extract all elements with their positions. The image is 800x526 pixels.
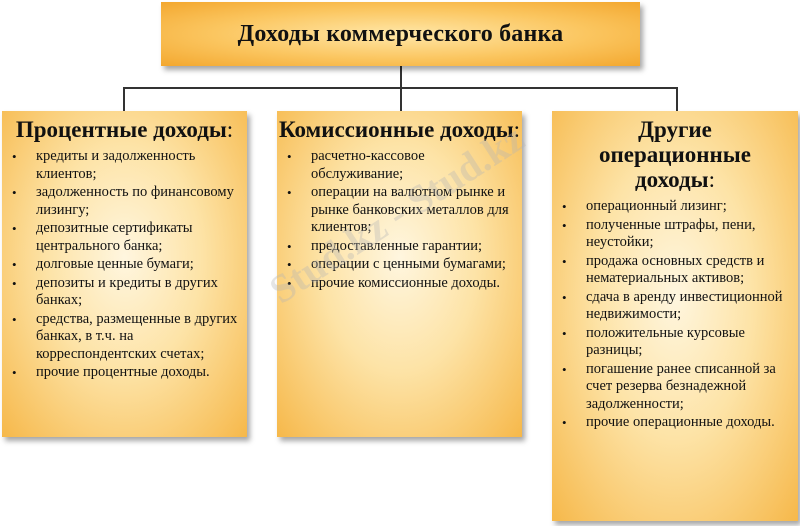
column-heading-text: Процентные доходы bbox=[15, 117, 227, 142]
list-item: расчетно-кассовое обслуживание; bbox=[277, 148, 518, 183]
column-commission-income: Комиссионные доходы: расчетно-кассовое о… bbox=[277, 111, 522, 437]
title-box: Доходы коммерческого банка bbox=[161, 2, 640, 66]
column-interest-income: Процентные доходы: кредиты и задолженнос… bbox=[2, 111, 247, 437]
column-heading-colon: : bbox=[226, 117, 234, 142]
list-item: средства, размещенные в других банках, в… bbox=[2, 311, 243, 364]
diagram-title: Доходы коммерческого банка bbox=[237, 20, 564, 47]
list-item: операции с ценными бумагами; bbox=[277, 256, 518, 274]
item-list: операционный лизинг; полученные штрафы, … bbox=[552, 198, 798, 432]
list-item: операционный лизинг; bbox=[552, 198, 794, 216]
list-item: предоставленные гарантии; bbox=[277, 238, 518, 256]
list-item: прочие процентные доходы. bbox=[2, 364, 243, 382]
list-item: погашение ранее списанной за счет резерв… bbox=[552, 361, 794, 414]
item-list: расчетно-кассовое обслуживание; операции… bbox=[277, 148, 522, 292]
connector-right bbox=[676, 87, 678, 111]
list-item: задолженность по финансовому лизингу; bbox=[2, 184, 243, 219]
connector-trunk bbox=[400, 66, 402, 88]
column-other-operating-income: Другие операционные доходы: операционный… bbox=[552, 111, 798, 521]
column-heading-text: Другие операционные доходы bbox=[599, 117, 751, 192]
list-item: кредиты и задолженность клиентов; bbox=[2, 148, 243, 183]
column-heading: Процентные доходы: bbox=[2, 117, 247, 142]
list-item: депозитные сертификаты центрального банк… bbox=[2, 220, 243, 255]
column-heading: Комиссионные доходы: bbox=[277, 117, 522, 142]
column-heading-text: Комиссионные доходы bbox=[278, 117, 514, 142]
list-item: продажа основных средств и нематериальны… bbox=[552, 253, 794, 288]
list-item: прочие операционные доходы. bbox=[552, 414, 794, 432]
column-heading: Другие операционные доходы: bbox=[552, 117, 798, 192]
item-list: кредиты и задолженность клиентов; задолж… bbox=[2, 148, 247, 382]
list-item: операции на валютном рынке и рынке банко… bbox=[277, 184, 518, 237]
list-item: депозиты и кредиты в других банках; bbox=[2, 275, 243, 310]
column-heading-colon: : bbox=[708, 167, 715, 192]
column-heading-colon: : bbox=[513, 117, 521, 142]
list-item: долговые ценные бумаги; bbox=[2, 256, 243, 274]
list-item: полученные штрафы, пени, неустойки; bbox=[552, 217, 794, 252]
connector-left bbox=[123, 87, 125, 111]
list-item: сдача в аренду инвестиционной недвижимос… bbox=[552, 289, 794, 324]
connector-center bbox=[400, 87, 402, 111]
list-item: положительные курсовые разницы; bbox=[552, 325, 794, 360]
list-item: прочие комиссионные доходы. bbox=[277, 275, 518, 293]
